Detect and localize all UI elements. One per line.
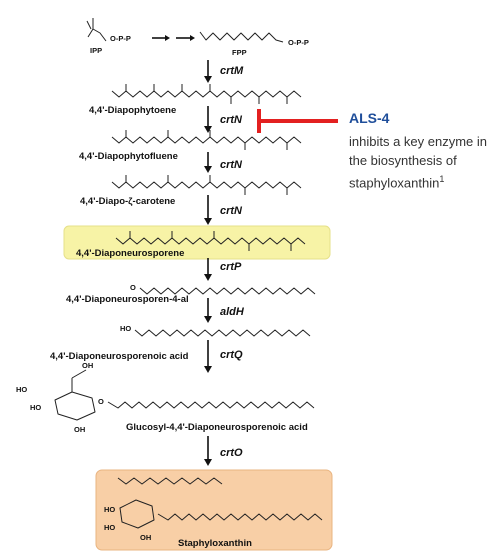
enzyme-crtn-3: crtN	[220, 205, 243, 217]
label-diaponeurosporen-al: 4,4'-Diaponeurosporen-4-al	[66, 294, 189, 305]
enzyme-crtn-2: crtN	[220, 159, 243, 171]
arrowhead-ipp-2	[190, 35, 195, 41]
enzyme-aldh: aldH	[220, 306, 245, 318]
diaponeurosporenoic-acid-structure	[135, 330, 310, 336]
fpp-structure	[200, 32, 283, 42]
callout-title: ALS-4	[349, 110, 489, 126]
glucosyl-chain-structure	[108, 402, 314, 408]
aldehyde-oxygen: O	[130, 283, 136, 292]
glucose-ring-1	[55, 370, 95, 420]
label-glucosyl-acid: Glucosyl-4,4'-Diaponeurosporenoic acid	[126, 422, 308, 433]
diapophytofluene-structure	[112, 137, 301, 143]
label-diapophytofluene: 4,4'-Diapophytofluene	[79, 151, 178, 162]
label-diaponeurosporene: 4,4'-Diaponeurosporene	[76, 248, 184, 259]
glucose-ho-2: HO	[30, 403, 41, 412]
staph-ho-2: HO	[104, 523, 115, 532]
diapo-zeta-carotene-structure	[112, 182, 301, 188]
label-diaponeurosporenoic-acid: 4,4'-Diaponeurosporenoic acid	[50, 351, 189, 362]
acid-ho: HO	[120, 324, 131, 333]
staph-ho-1: HO	[104, 505, 115, 514]
arrowhead-ipp-1	[165, 35, 170, 41]
label-diapophytoene: 4,4'-Diapophytoene	[89, 105, 176, 116]
glucose-oh-bottom: OH	[74, 425, 85, 434]
glucose-oh-top: OH	[82, 361, 93, 370]
label-diapo-zeta-carotene: 4,4'-Diapo-ζ-carotene	[80, 196, 175, 207]
opp-label-1: O-P-P	[110, 34, 131, 43]
als4-callout: ALS-4 inhibits a key enzyme in the biosy…	[349, 110, 489, 192]
ipp-structure	[87, 18, 106, 41]
callout-body: inhibits a key enzyme in the biosynthesi…	[349, 134, 487, 190]
enzyme-crto: crtO	[220, 447, 243, 459]
ipp-label: IPP	[90, 46, 102, 55]
opp-label-2: O-P-P	[288, 38, 309, 47]
diapophytoene-structure	[112, 91, 301, 97]
enzyme-crtm: crtM	[220, 65, 244, 77]
enzyme-crtn-1: crtN	[220, 114, 243, 126]
enzyme-crtp: crtP	[220, 261, 242, 273]
callout-superscript: 1	[439, 174, 444, 184]
glucose-o: O	[98, 397, 104, 406]
glucose-ho-1: HO	[16, 385, 27, 394]
label-staphyloxanthin: Staphyloxanthin	[178, 538, 252, 549]
enzyme-crtq: crtQ	[220, 349, 243, 361]
callout-text: inhibits a key enzyme in the biosynthesi…	[349, 132, 489, 192]
fpp-label: FPP	[232, 48, 247, 57]
staph-oh: OH	[140, 533, 151, 542]
